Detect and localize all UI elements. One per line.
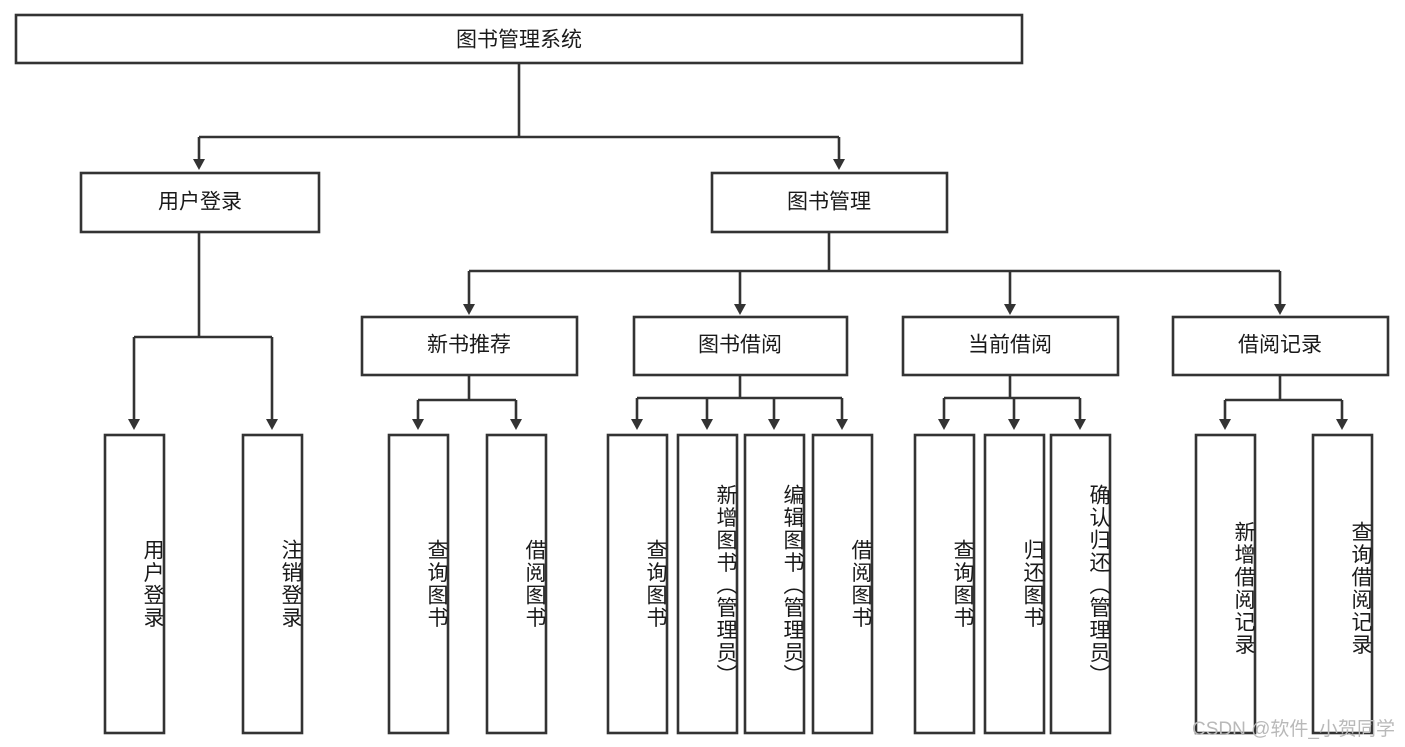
leaf-box-new-book-1[interactable] (387, 433, 450, 735)
node-borrow-record[interactable]: 借阅记录 (1171, 315, 1390, 377)
node-new-book-recommend-box (360, 315, 579, 377)
node-current-borrow-box (901, 315, 1120, 377)
leaf-boxes (103, 433, 1374, 735)
node-user-login[interactable]: 用户登录 (79, 171, 321, 234)
node-current-borrow-label: 当前借阅 (968, 334, 1052, 357)
leaf-box-user-login-1[interactable] (103, 433, 166, 735)
csdn-watermark: CSDN @软件_小贺同学 (1192, 719, 1395, 740)
leaf-box-user-login-2[interactable] (241, 433, 304, 735)
node-book-borrow-box (632, 315, 849, 377)
node-book-borrow[interactable]: 图书借阅 (632, 315, 849, 377)
node-new-book-recommend-label: 新书推荐 (427, 334, 511, 357)
node-book-management[interactable]: 图书管理 (710, 171, 949, 234)
node-book-management-box (710, 171, 949, 234)
node-book-borrow-label: 图书借阅 (698, 334, 782, 357)
leaf-box-current-borrow-2[interactable] (983, 433, 1046, 735)
leaf-box-book-borrow-3[interactable] (743, 433, 806, 735)
node-user-login-label: 用户登录 (158, 191, 242, 214)
leaf-box-current-borrow-1[interactable] (913, 433, 976, 735)
node-root-box (14, 13, 1024, 65)
node-book-management-label: 图书管理 (787, 191, 871, 214)
leaf-box-borrow-record-2[interactable] (1311, 433, 1374, 735)
leaf-box-book-borrow-2[interactable] (676, 433, 739, 735)
leaf-box-book-borrow-1[interactable] (606, 433, 669, 735)
leaf-box-book-borrow-4[interactable] (811, 433, 874, 735)
node-borrow-record-label: 借阅记录 (1238, 334, 1322, 357)
leaf-box-new-book-2[interactable] (485, 433, 548, 735)
node-user-login-box (79, 171, 321, 234)
connector-group (128, 63, 1348, 430)
leaf-box-borrow-record-1[interactable] (1194, 433, 1257, 735)
node-root-label: 图书管理系统 (456, 29, 582, 52)
node-borrow-record-box (1171, 315, 1390, 377)
leaf-box-current-borrow-3[interactable] (1049, 433, 1112, 735)
node-root[interactable]: 图书管理系统 (14, 13, 1024, 65)
node-current-borrow[interactable]: 当前借阅 (901, 315, 1120, 377)
node-new-book-recommend[interactable]: 新书推荐 (360, 315, 579, 377)
